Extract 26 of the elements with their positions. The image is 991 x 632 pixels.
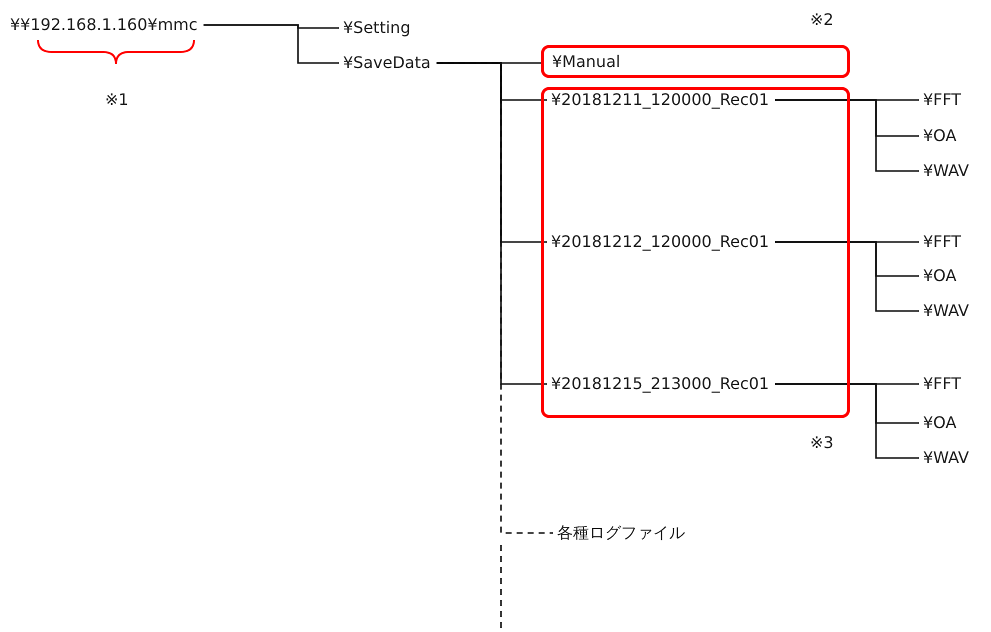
folder-name: ¥WAV <box>919 448 973 468</box>
folder-name-box: ¥Manual <box>541 45 850 78</box>
tree-connector <box>775 383 919 459</box>
note-mark: ※1 <box>105 90 129 110</box>
tree-connector <box>775 99 919 172</box>
tree-connector <box>436 62 553 534</box>
tree-connector <box>775 241 919 312</box>
folder-name: ¥FFT <box>919 90 966 110</box>
note-mark: ※2 <box>810 10 834 30</box>
folder-name: ¥20181215_213000_Rec01 <box>547 374 774 394</box>
folder-name: ¥WAV <box>919 301 973 321</box>
folder-name: ¥FFT <box>919 374 966 394</box>
folder-name: ¥OA <box>919 413 960 433</box>
folder-group-box <box>541 87 850 418</box>
folder-name: ¥FFT <box>919 232 966 252</box>
folder-name: ¥20181211_120000_Rec01 <box>547 90 774 110</box>
folder-name: ¥SaveData <box>339 53 435 73</box>
folder-name: 各種ログファイル <box>553 523 689 543</box>
folder-name: ¥20181212_120000_Rec01 <box>547 232 774 252</box>
folder-name: ¥OA <box>919 126 960 146</box>
folder-name: ¥Setting <box>339 18 414 38</box>
note-mark: ※3 <box>810 433 834 453</box>
folder-name: ¥¥192.168.1.160¥mmc <box>6 15 202 35</box>
folder-name: ¥WAV <box>919 161 973 181</box>
folder-name: ¥OA <box>919 266 960 286</box>
tree-connector <box>204 24 339 64</box>
